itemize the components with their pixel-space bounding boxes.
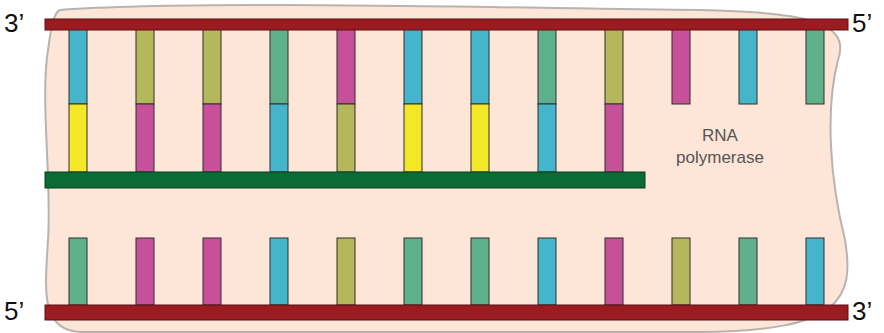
base — [337, 29, 355, 104]
base — [270, 29, 288, 104]
enzyme-name: RNA polymerase — [666, 125, 774, 169]
base — [69, 238, 87, 305]
base — [270, 104, 288, 172]
strand-end-label: 3’ — [852, 298, 872, 324]
base — [203, 104, 221, 172]
base — [672, 238, 690, 305]
template-bases — [69, 29, 824, 104]
enzyme-label-area: RNA polymerase — [660, 121, 780, 173]
base — [806, 238, 824, 305]
strand-end-label: 5’ — [4, 298, 24, 324]
dna-strand — [45, 305, 848, 320]
base — [806, 29, 824, 104]
base — [672, 29, 690, 104]
polymerase-blob — [45, 5, 847, 332]
base — [337, 238, 355, 305]
base — [136, 238, 154, 305]
rna-bases — [69, 104, 623, 172]
base — [404, 238, 422, 305]
dna-strand — [45, 19, 848, 30]
base — [69, 104, 87, 172]
base — [471, 104, 489, 172]
base — [605, 29, 623, 104]
strand-end-label: 3’ — [4, 10, 24, 36]
base — [136, 104, 154, 172]
base — [471, 29, 489, 104]
base — [605, 238, 623, 305]
base — [538, 29, 556, 104]
strand-end-label: 5’ — [852, 10, 872, 36]
coding-bases — [69, 238, 824, 305]
base — [337, 104, 355, 172]
base — [538, 238, 556, 305]
base — [69, 29, 87, 104]
base — [538, 104, 556, 172]
rna-strand — [45, 172, 645, 188]
base — [739, 29, 757, 104]
base — [203, 238, 221, 305]
base — [404, 29, 422, 104]
base — [739, 238, 757, 305]
base — [270, 238, 288, 305]
base — [404, 104, 422, 172]
base — [203, 29, 221, 104]
base — [136, 29, 154, 104]
base — [605, 104, 623, 172]
base — [471, 238, 489, 305]
